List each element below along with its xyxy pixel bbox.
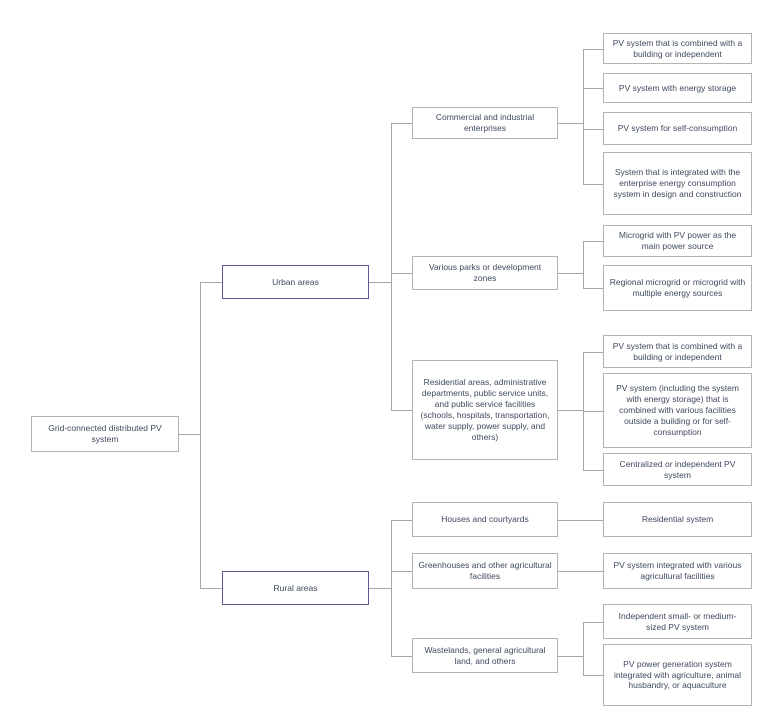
node-label: Grid-connected distributed PV system	[48, 423, 162, 444]
node-label: PV system with energy storage	[618, 82, 737, 93]
node-rural-areas: Rural areas	[222, 571, 369, 605]
edge-to-greenhouses-agricultural	[391, 571, 412, 572]
node-pv-agricultural-facilities: PV system integrated with various agricu…	[603, 553, 752, 589]
node-label: Microgrid with PV power as the main powe…	[618, 230, 737, 251]
node-houses-courtyards: Houses and courtyards	[412, 502, 558, 537]
node-residential-public: Residential areas, administrative depart…	[412, 360, 558, 460]
node-label: PV system for self-consumption	[617, 123, 738, 134]
node-greenhouses-agricultural: Greenhouses and other agricultural facil…	[412, 553, 558, 589]
node-label: PV system integrated with various agricu…	[613, 560, 742, 581]
node-label: Commercial and industrial enterprises	[435, 112, 535, 133]
edge-to-microgrid-pv-main	[583, 241, 603, 242]
node-label: Wastelands, general agricultural land, a…	[424, 644, 546, 666]
edge-to-wastelands-agricultural	[391, 656, 412, 657]
edge-to-parks-development-zones	[391, 273, 412, 274]
edge-to-pv-agricultural-facilities	[583, 571, 603, 572]
node-root: Grid-connected distributed PV system	[31, 416, 179, 452]
edge-trunk-parks-development-zones	[583, 241, 584, 289]
edge-from-commercial-industrial	[558, 123, 583, 124]
edge-from-houses-courtyards	[558, 520, 583, 521]
edge-trunk-wastelands-agricultural	[583, 622, 584, 676]
node-parks-development-zones: Various parks or development zones	[412, 256, 558, 290]
node-pv-energy-storage: PV system with energy storage	[603, 73, 752, 103]
edge-from-greenhouses-agricultural	[558, 571, 583, 572]
node-commercial-industrial: Commercial and industrial enterprises	[412, 107, 558, 139]
edge-to-pv-agriculture-husbandry	[583, 675, 603, 676]
edge-to-system-enterprise-energy	[583, 184, 603, 185]
edge-to-pv-self-consumption	[583, 129, 603, 130]
edge-from-rural-areas	[369, 588, 391, 589]
node-pv-self-consumption: PV system for self-consumption	[603, 112, 752, 145]
edge-from-urban-areas	[369, 282, 391, 283]
node-label: PV system (including the system with ene…	[616, 383, 739, 437]
node-label: PV system that is combined with a buildi…	[612, 37, 743, 59]
edge-to-residential-system	[583, 520, 603, 521]
node-label: Independent small- or medium-sized PV sy…	[618, 610, 737, 632]
edge-to-pv-energy-storage	[583, 88, 603, 89]
node-pv-building-independent-2: PV system that is combined with a buildi…	[603, 335, 752, 368]
edge-to-pv-building-independent-1	[583, 49, 603, 50]
edge-to-urban-areas	[200, 282, 222, 283]
node-pv-various-facilities: PV system (including the system with ene…	[603, 373, 752, 448]
edge-to-commercial-industrial	[391, 123, 412, 124]
edge-trunk-root	[200, 282, 201, 589]
edge-to-residential-public	[391, 410, 412, 411]
node-label: Rural areas	[273, 582, 318, 593]
node-pv-building-independent-1: PV system that is combined with a buildi…	[603, 33, 752, 64]
edge-from-residential-public	[558, 410, 583, 411]
node-label: System that is integrated with the enter…	[613, 167, 742, 199]
edge-to-regional-microgrid	[583, 288, 603, 289]
node-wastelands-agricultural: Wastelands, general agricultural land, a…	[412, 638, 558, 673]
node-label: Various parks or development zones	[428, 262, 542, 283]
node-residential-system: Residential system	[603, 502, 752, 537]
node-regional-microgrid: Regional microgrid or microgrid with mul…	[603, 265, 752, 311]
edge-from-wastelands-agricultural	[558, 656, 583, 657]
node-pv-agriculture-husbandry: PV power generation system integrated wi…	[603, 644, 752, 706]
edge-to-centralized-independent-pv	[583, 470, 603, 471]
edge-to-houses-courtyards	[391, 520, 412, 521]
node-label: Greenhouses and other agricultural facil…	[418, 560, 552, 581]
node-label: Residential areas, administrative depart…	[420, 377, 550, 442]
node-label: PV system that is combined with a buildi…	[612, 340, 743, 362]
node-label: Centralized or independent PV system	[619, 458, 736, 480]
node-centralized-independent-pv: Centralized or independent PV system	[603, 453, 752, 486]
edge-trunk-commercial-industrial	[583, 49, 584, 185]
edge-trunk-urban-areas	[391, 123, 392, 411]
node-independent-small-medium-pv: Independent small- or medium-sized PV sy…	[603, 604, 752, 639]
node-label: Residential system	[641, 514, 714, 525]
node-label: PV power generation system integrated wi…	[613, 658, 742, 691]
edge-to-rural-areas	[200, 588, 222, 589]
edge-from-parks-development-zones	[558, 273, 583, 274]
node-label: Houses and courtyards	[441, 514, 529, 525]
node-microgrid-pv-main: Microgrid with PV power as the main powe…	[603, 225, 752, 257]
edge-trunk-rural-areas	[391, 520, 392, 657]
edge-from-root	[179, 434, 200, 435]
edge-to-independent-small-medium-pv	[583, 622, 603, 623]
node-label: Urban areas	[272, 276, 319, 287]
node-label: Regional microgrid or microgrid with mul…	[609, 277, 746, 298]
node-system-enterprise-energy: System that is integrated with the enter…	[603, 152, 752, 215]
node-urban-areas: Urban areas	[222, 265, 369, 299]
edge-to-pv-various-facilities	[583, 411, 603, 412]
edge-to-pv-building-independent-2	[583, 352, 603, 353]
